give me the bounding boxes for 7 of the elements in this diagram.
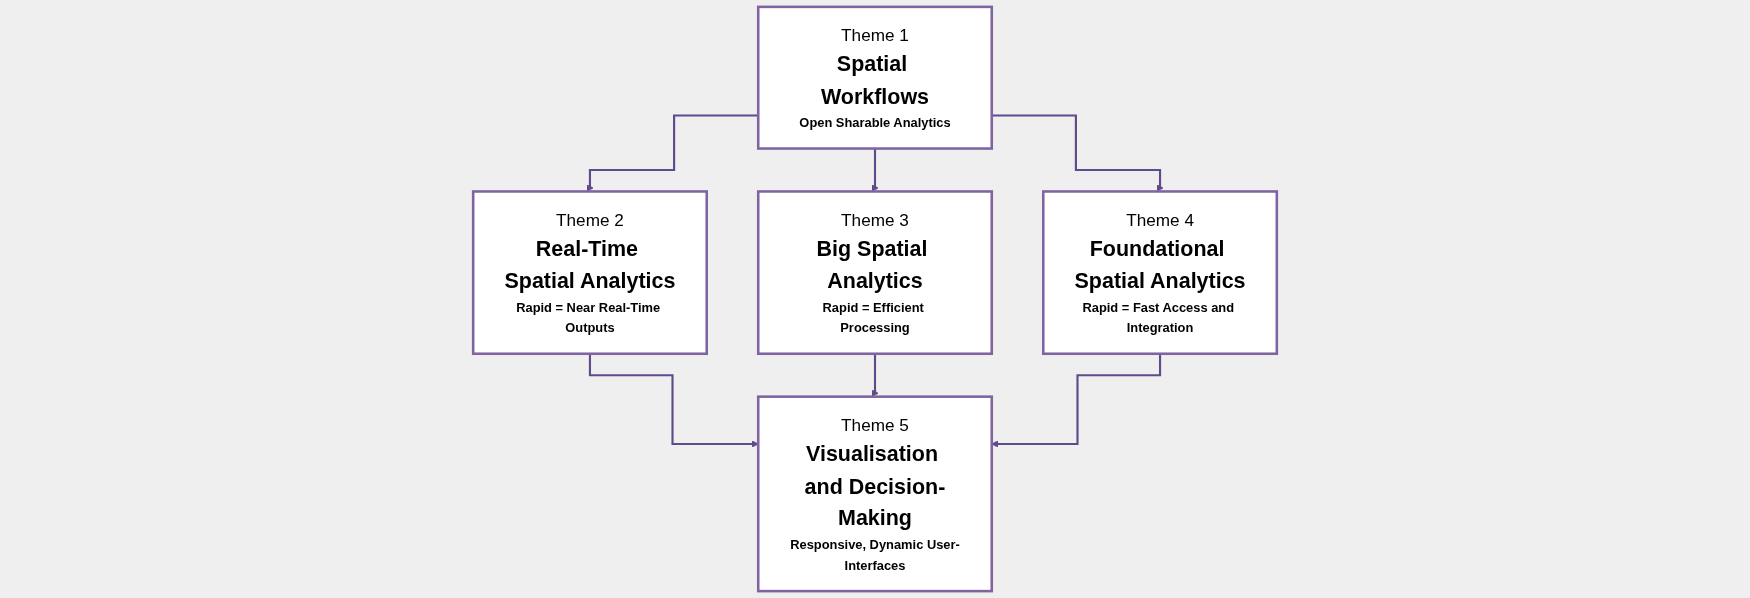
node-box: Theme 5 Visualisation and Decision-Making Responsive, Dynamic User-Interfaces: [756, 395, 994, 593]
arrow: [991, 114, 1164, 192]
arrow: [586, 114, 759, 192]
node-box: Theme 4 Foundational Spatial Analytics Rapid = Fast Access and Integration: [1042, 190, 1279, 356]
node-box: Theme 3 Big Spatial Analytics Rapid = Efficient Processing: [756, 190, 994, 356]
node-box: Theme 2 Real-Time Spatial Analytics Rapid = Near Real-Time Outputs: [471, 190, 708, 356]
node-box: Theme 1 Spatial Workflows Open Sharable Analytics: [756, 5, 994, 150]
